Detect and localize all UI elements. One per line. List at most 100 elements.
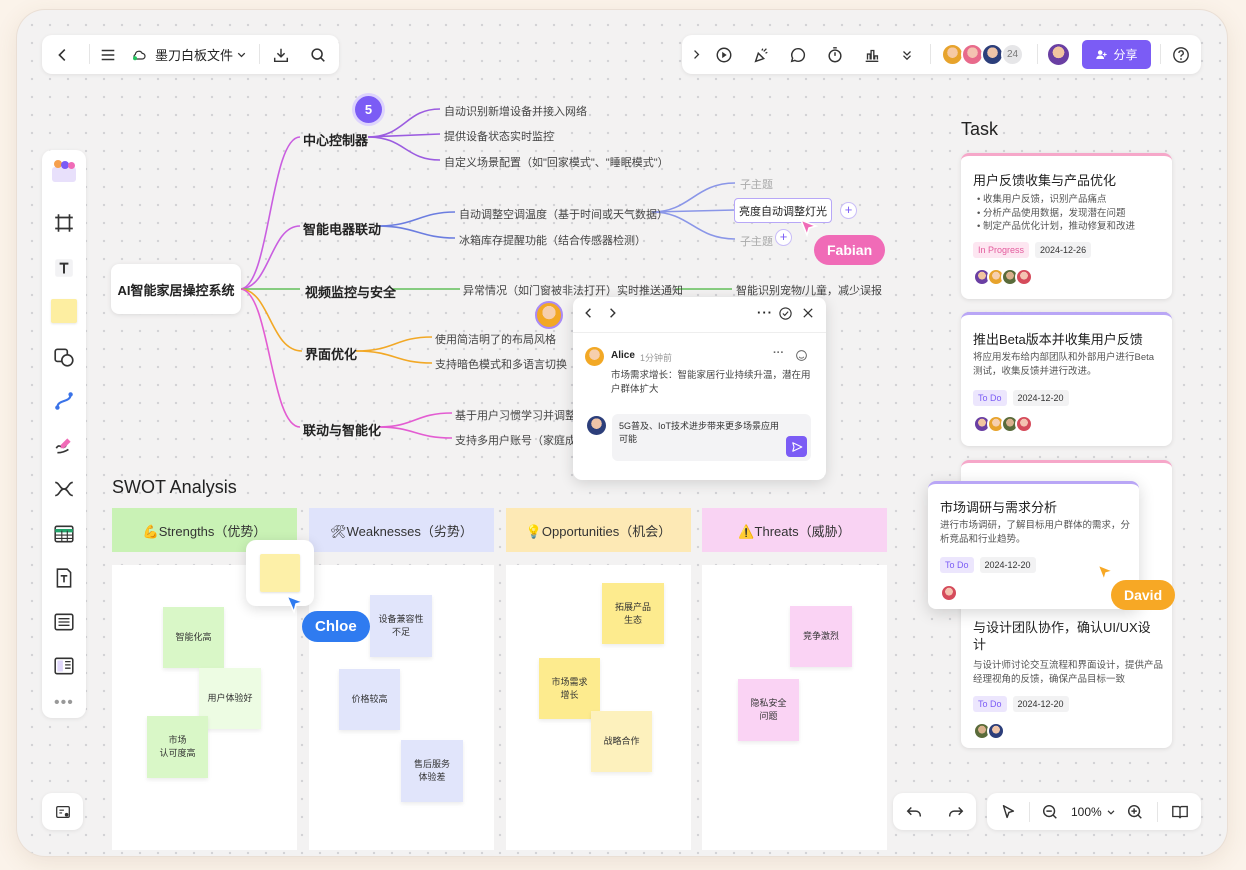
comment-author-avatar[interactable] [535, 301, 563, 329]
status-badge[interactable]: To Do [973, 696, 1007, 712]
due-date[interactable]: 2024-12-20 [979, 557, 1036, 573]
collaborator-count[interactable]: 24 [1001, 43, 1024, 66]
branch-label[interactable]: 视频监控与安全 [305, 285, 397, 300]
leaf-label[interactable]: 提供设备状态实时监控 [444, 131, 554, 143]
kanban-icon[interactable] [53, 655, 75, 677]
swot-header-weaknesses[interactable]: 🛠Weaknesses（劣势） [309, 508, 494, 552]
add-topic-icon[interactable]: + [775, 229, 792, 246]
leaf-label[interactable]: 基于用户习惯学习并调整 [455, 410, 576, 422]
undo-icon[interactable] [905, 803, 923, 821]
comment-author: Alice [611, 350, 635, 361]
mindmap-icon[interactable] [53, 478, 75, 500]
branch-label[interactable]: 联动与智能化 [303, 423, 382, 438]
table-icon[interactable] [53, 523, 75, 545]
zoom-in-icon[interactable] [1126, 803, 1144, 821]
more-down-icon[interactable] [900, 48, 914, 62]
swot-header-strengths[interactable]: 💪Strengths（优势） [112, 508, 297, 552]
help-icon[interactable] [1172, 46, 1190, 64]
user-avatar[interactable] [1046, 42, 1071, 67]
status-badge[interactable]: To Do [940, 557, 974, 573]
minimap-button[interactable] [42, 793, 83, 830]
comment-icon[interactable] [789, 46, 807, 64]
leaf-label[interactable]: 智能识别宠物/儿童，减少误报 [736, 285, 883, 297]
sub-topic-label[interactable]: 子主题 [740, 236, 773, 248]
dragged-sticky-note[interactable] [246, 540, 314, 606]
leaf-label[interactable]: 自动识别新增设备并接入网络 [444, 106, 587, 118]
sticky-note[interactable]: 用户体验好 [199, 668, 261, 729]
zoom-out-icon[interactable] [1041, 803, 1059, 821]
sticky-note[interactable]: 竞争激烈 [790, 606, 852, 667]
leaf-label[interactable]: 使用简洁明了的布局风格 [435, 334, 556, 346]
menu-icon[interactable] [99, 46, 117, 64]
prev-comment-icon[interactable] [582, 306, 596, 320]
collaborator-badge[interactable]: 5 [355, 96, 382, 123]
share-button[interactable]: 分享 [1082, 40, 1151, 69]
frame-icon[interactable] [53, 212, 75, 234]
sticky-note[interactable]: 拓展产品 生态 [602, 583, 664, 644]
swot-header-threats[interactable]: ⚠️Threats（威胁） [702, 508, 887, 552]
task-card[interactable]: 用户反馈收集与产品优化 • 收集用户反馈，识别产品痛点 • 分析产品使用数据，发… [961, 153, 1172, 299]
back-icon[interactable] [54, 46, 72, 64]
book-icon[interactable] [1171, 803, 1189, 821]
branch-label[interactable]: 界面优化 [305, 347, 358, 362]
resolve-icon[interactable] [778, 306, 793, 321]
document-icon[interactable] [53, 567, 75, 589]
leaf-label[interactable]: 支持多用户账号（家庭成 [455, 435, 576, 447]
leaf-label[interactable]: 冰箱库存提醒功能（结合传感器检测） [459, 235, 646, 247]
task-card[interactable]: 推出Beta版本并收集用户反馈 将应用发布给内部团队和外部用户进行Beta测试，… [961, 312, 1172, 446]
play-icon[interactable] [715, 46, 733, 64]
list-icon[interactable] [53, 611, 75, 633]
leaf-label[interactable]: 自动调整空调温度（基于时间或天气数据） [459, 209, 668, 221]
leaf-label[interactable]: 支持暗色模式和多语言切换 [435, 359, 567, 371]
status-badge[interactable]: To Do [973, 390, 1007, 406]
close-icon[interactable] [801, 306, 815, 320]
sticky-note[interactable]: 价格较高 [339, 669, 400, 730]
text-icon[interactable] [53, 257, 75, 279]
emoji-icon[interactable] [795, 349, 808, 362]
mindmap-root[interactable]: AI智能家居操控系统 [111, 264, 241, 314]
vote-icon[interactable] [863, 46, 881, 64]
celebrate-icon[interactable] [752, 46, 770, 64]
next-comment-icon[interactable] [605, 306, 619, 320]
branch-label[interactable]: 智能电器联动 [303, 222, 382, 237]
due-date[interactable]: 2024-12-20 [1012, 390, 1069, 406]
leaf-label[interactable]: 异常情况（如门窗被非法打开）实时推送通知 [463, 285, 683, 297]
dragged-task-card[interactable]: 市场调研与需求分析 进行市场调研，了解目标用户群体的需求，分析竞品和行业趋势。 … [928, 481, 1139, 609]
leaf-label[interactable]: 自定义场景配置（如"回家模式"、"睡眠模式"） [444, 157, 669, 169]
branch-label[interactable]: 中心控制器 [303, 133, 369, 148]
sticky-note[interactable]: 市场需求 增长 [539, 658, 600, 719]
sticky-note[interactable]: 市场 认可度高 [147, 716, 208, 778]
sticky-note[interactable]: 售后服务 体验差 [401, 740, 463, 802]
due-date[interactable]: 2024-12-26 [1035, 242, 1092, 258]
due-date[interactable]: 2024-12-20 [1012, 696, 1069, 712]
chevron-down-icon[interactable] [1105, 806, 1117, 818]
sticky-note[interactable]: 设备兼容性 不足 [370, 595, 432, 657]
send-button[interactable] [786, 436, 807, 457]
sub-topic-label[interactable]: 子主题 [740, 179, 773, 191]
templates-icon[interactable] [52, 160, 76, 182]
timer-icon[interactable] [826, 46, 844, 64]
reply-input[interactable]: 5G普及、IoT技术进步带来更多场景应用可能 [612, 414, 811, 461]
comment-more-icon[interactable]: ··· [773, 347, 784, 359]
search-icon[interactable] [309, 46, 327, 64]
chevron-down-icon[interactable] [235, 48, 248, 61]
shape-icon[interactable] [53, 346, 75, 368]
sticky-note[interactable]: 战略合作 [591, 711, 652, 772]
connector-icon[interactable] [53, 390, 75, 412]
selected-topic[interactable]: 亮度自动调整灯光 [734, 198, 832, 223]
status-badge[interactable]: In Progress [973, 242, 1030, 258]
sticky-note[interactable]: 隐私安全 问题 [738, 679, 799, 741]
swot-header-opportunities[interactable]: 💡Opportunities（机会） [506, 508, 691, 552]
zoom-level[interactable]: 100% [1071, 804, 1102, 819]
more-tools-icon[interactable]: ••• [54, 694, 74, 711]
more-options-icon[interactable]: ··· [757, 305, 773, 320]
sticky-note[interactable]: 智能化高 [163, 607, 224, 668]
file-name[interactable]: 墨刀白板文件 [155, 48, 234, 63]
sticky-note-icon[interactable] [51, 299, 77, 323]
redo-icon[interactable] [947, 803, 965, 821]
download-icon[interactable] [272, 46, 290, 64]
add-topic-icon[interactable]: + [840, 202, 857, 219]
chevron-right-icon[interactable] [690, 48, 703, 61]
pen-icon[interactable] [53, 434, 75, 456]
pointer-icon[interactable] [999, 803, 1017, 821]
